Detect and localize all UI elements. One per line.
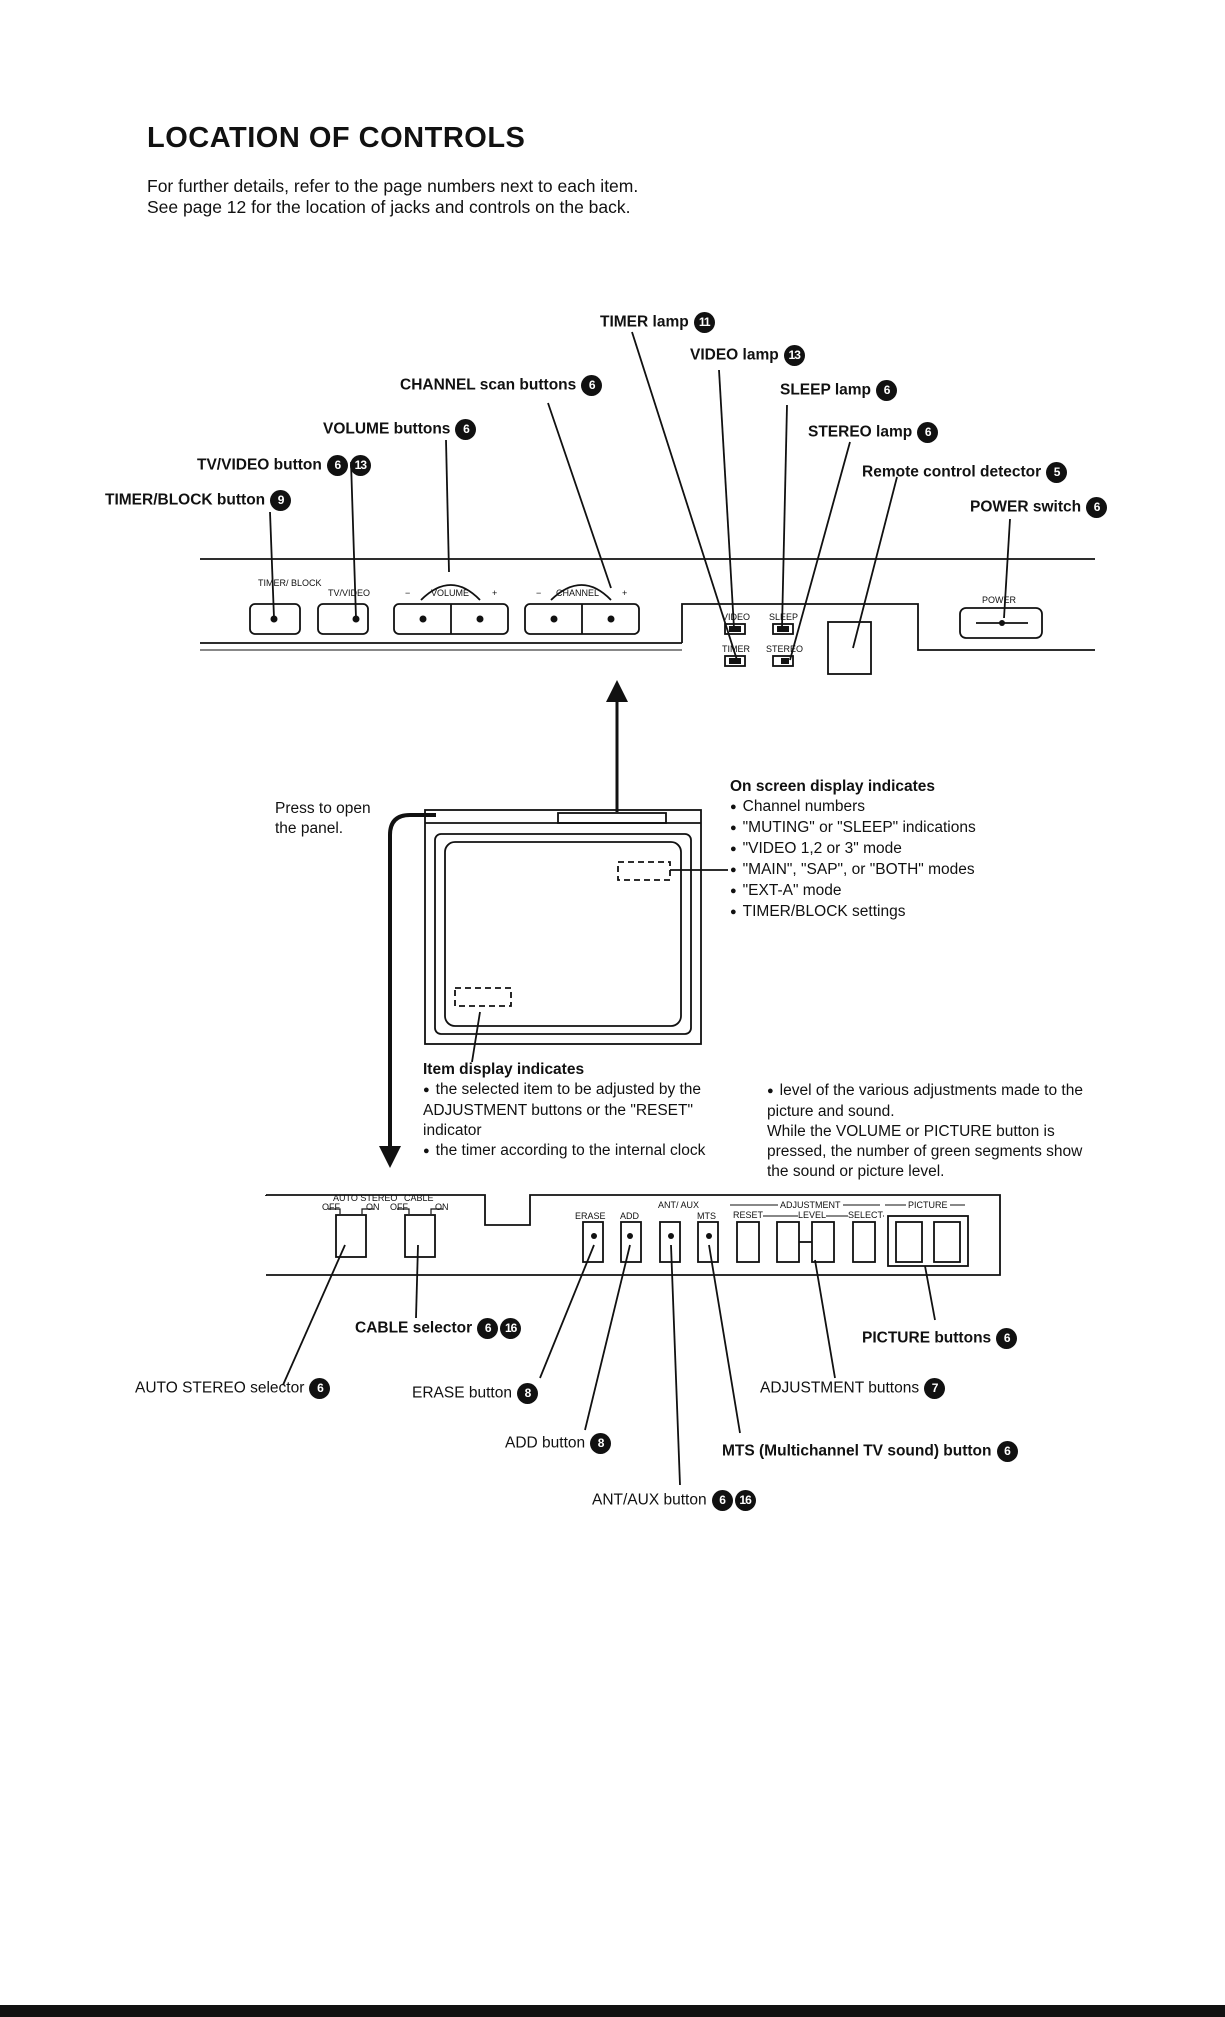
osd-description: On screen display indicates Channel numb… bbox=[730, 777, 1070, 923]
marking-tv-video: TV/VIDEO bbox=[328, 588, 371, 598]
stereo-lamp-shape bbox=[772, 655, 794, 667]
arrow-down-head bbox=[379, 1146, 401, 1168]
marking-channel-plus: + bbox=[622, 588, 628, 598]
tv-set-outline bbox=[424, 809, 702, 1045]
item-display-dashed-box bbox=[454, 987, 512, 1007]
press-to-open-note: Press to open the panel. bbox=[275, 800, 371, 837]
level-note: While the VOLUME or PICTURE button is pr… bbox=[767, 1123, 1083, 1180]
erase-button-shape bbox=[582, 1221, 604, 1263]
channel-arc bbox=[550, 584, 612, 601]
item-display-bullet: the selected item to be adjusted by the … bbox=[423, 1080, 733, 1141]
marking-add: ADD bbox=[620, 1211, 640, 1221]
add-button-shape bbox=[620, 1221, 642, 1263]
marking-on-1: ON bbox=[366, 1202, 380, 1212]
picture-buttons-outline bbox=[887, 1215, 969, 1267]
mts-button-shape bbox=[697, 1221, 719, 1263]
marking-stereo: STEREO bbox=[766, 644, 804, 654]
marking-sleep: SLEEP bbox=[769, 612, 799, 622]
osd-item: "EXT-A" mode bbox=[730, 881, 1070, 902]
marking-adjustment: ADJUSTMENT bbox=[778, 1200, 843, 1210]
osd-item: TIMER/BLOCK settings bbox=[730, 902, 1070, 923]
press-open-arrow bbox=[388, 813, 436, 1148]
marking-channel: CHANNEL bbox=[556, 588, 600, 598]
select-button-shape bbox=[852, 1221, 876, 1263]
remote-detector-shape bbox=[827, 621, 872, 675]
front-panel-step bbox=[681, 603, 1095, 651]
cable-switch-shape bbox=[404, 1214, 436, 1258]
level-bullet: level of the various adjustments made to… bbox=[767, 1081, 1092, 1122]
page-title: LOCATION OF CONTROLS bbox=[147, 122, 526, 154]
marking-off-1: OFF bbox=[322, 1202, 340, 1212]
tv-video-button-shape bbox=[317, 603, 369, 635]
marking-picture: PICTURE bbox=[906, 1200, 950, 1210]
marking-video: VIDEO bbox=[722, 612, 751, 622]
intro-text: For further details, refer to the page n… bbox=[147, 176, 667, 218]
level-description: level of the various adjustments made to… bbox=[767, 1081, 1092, 1182]
video-lamp-shape bbox=[724, 623, 746, 635]
marking-mts: MTS bbox=[697, 1211, 716, 1221]
osd-heading: On screen display indicates bbox=[730, 778, 936, 795]
marking-level: LEVEL bbox=[798, 1210, 827, 1220]
marking-select: SELECT bbox=[848, 1210, 884, 1220]
ant-aux-button-shape bbox=[659, 1221, 681, 1263]
osd-item: Channel numbers bbox=[730, 797, 1070, 818]
reset-button-shape bbox=[736, 1221, 760, 1263]
timer-block-button-shape bbox=[249, 603, 301, 635]
marking-on-2: ON bbox=[435, 1202, 449, 1212]
marking-timer-block: TIMER/ BLOCK bbox=[258, 578, 322, 588]
lower-panel-outline bbox=[266, 1194, 1001, 1276]
marking-auto-stereo: AUTO STEREO bbox=[333, 1193, 398, 1203]
intro-line-2: See page 12 for the location of jacks an… bbox=[147, 197, 631, 217]
item-display-bullet: the timer according to the internal cloc… bbox=[423, 1141, 733, 1162]
osd-item: "MUTING" or "SLEEP" indications bbox=[730, 818, 1070, 839]
marking-timer: TIMER bbox=[722, 644, 750, 654]
marking-volume-plus: + bbox=[492, 588, 498, 598]
marking-volume-minus: − bbox=[405, 588, 411, 598]
osd-item: "MAIN", "SAP", or "BOTH" modes bbox=[730, 860, 1070, 881]
marking-volume: VOLUME bbox=[431, 588, 470, 598]
item-display-heading: Item display indicates bbox=[423, 1061, 585, 1078]
arrow-up-head bbox=[606, 680, 628, 702]
power-switch-shape bbox=[959, 607, 1043, 639]
osd-item: "VIDEO 1,2 or 3" mode bbox=[730, 839, 1070, 860]
marking-power: POWER bbox=[982, 595, 1017, 605]
sleep-lamp-shape bbox=[772, 623, 794, 635]
osd-dashed-box bbox=[617, 861, 671, 881]
marking-cable: CABLE bbox=[404, 1193, 434, 1203]
scan-bottom-border bbox=[0, 2005, 1225, 2017]
volume-arc bbox=[420, 584, 481, 601]
marking-erase: ERASE bbox=[575, 1211, 606, 1221]
auto-stereo-switch-shape bbox=[335, 1214, 367, 1258]
marking-off-2: OFF bbox=[390, 1202, 408, 1212]
marking-ant-aux: ANT/ AUX bbox=[658, 1200, 700, 1210]
intro-line-1: For further details, refer to the page n… bbox=[147, 176, 639, 196]
marking-reset: RESET bbox=[733, 1210, 764, 1220]
item-display-description: Item display indicates the selected item… bbox=[423, 1060, 733, 1162]
marking-channel-minus: − bbox=[536, 588, 542, 598]
